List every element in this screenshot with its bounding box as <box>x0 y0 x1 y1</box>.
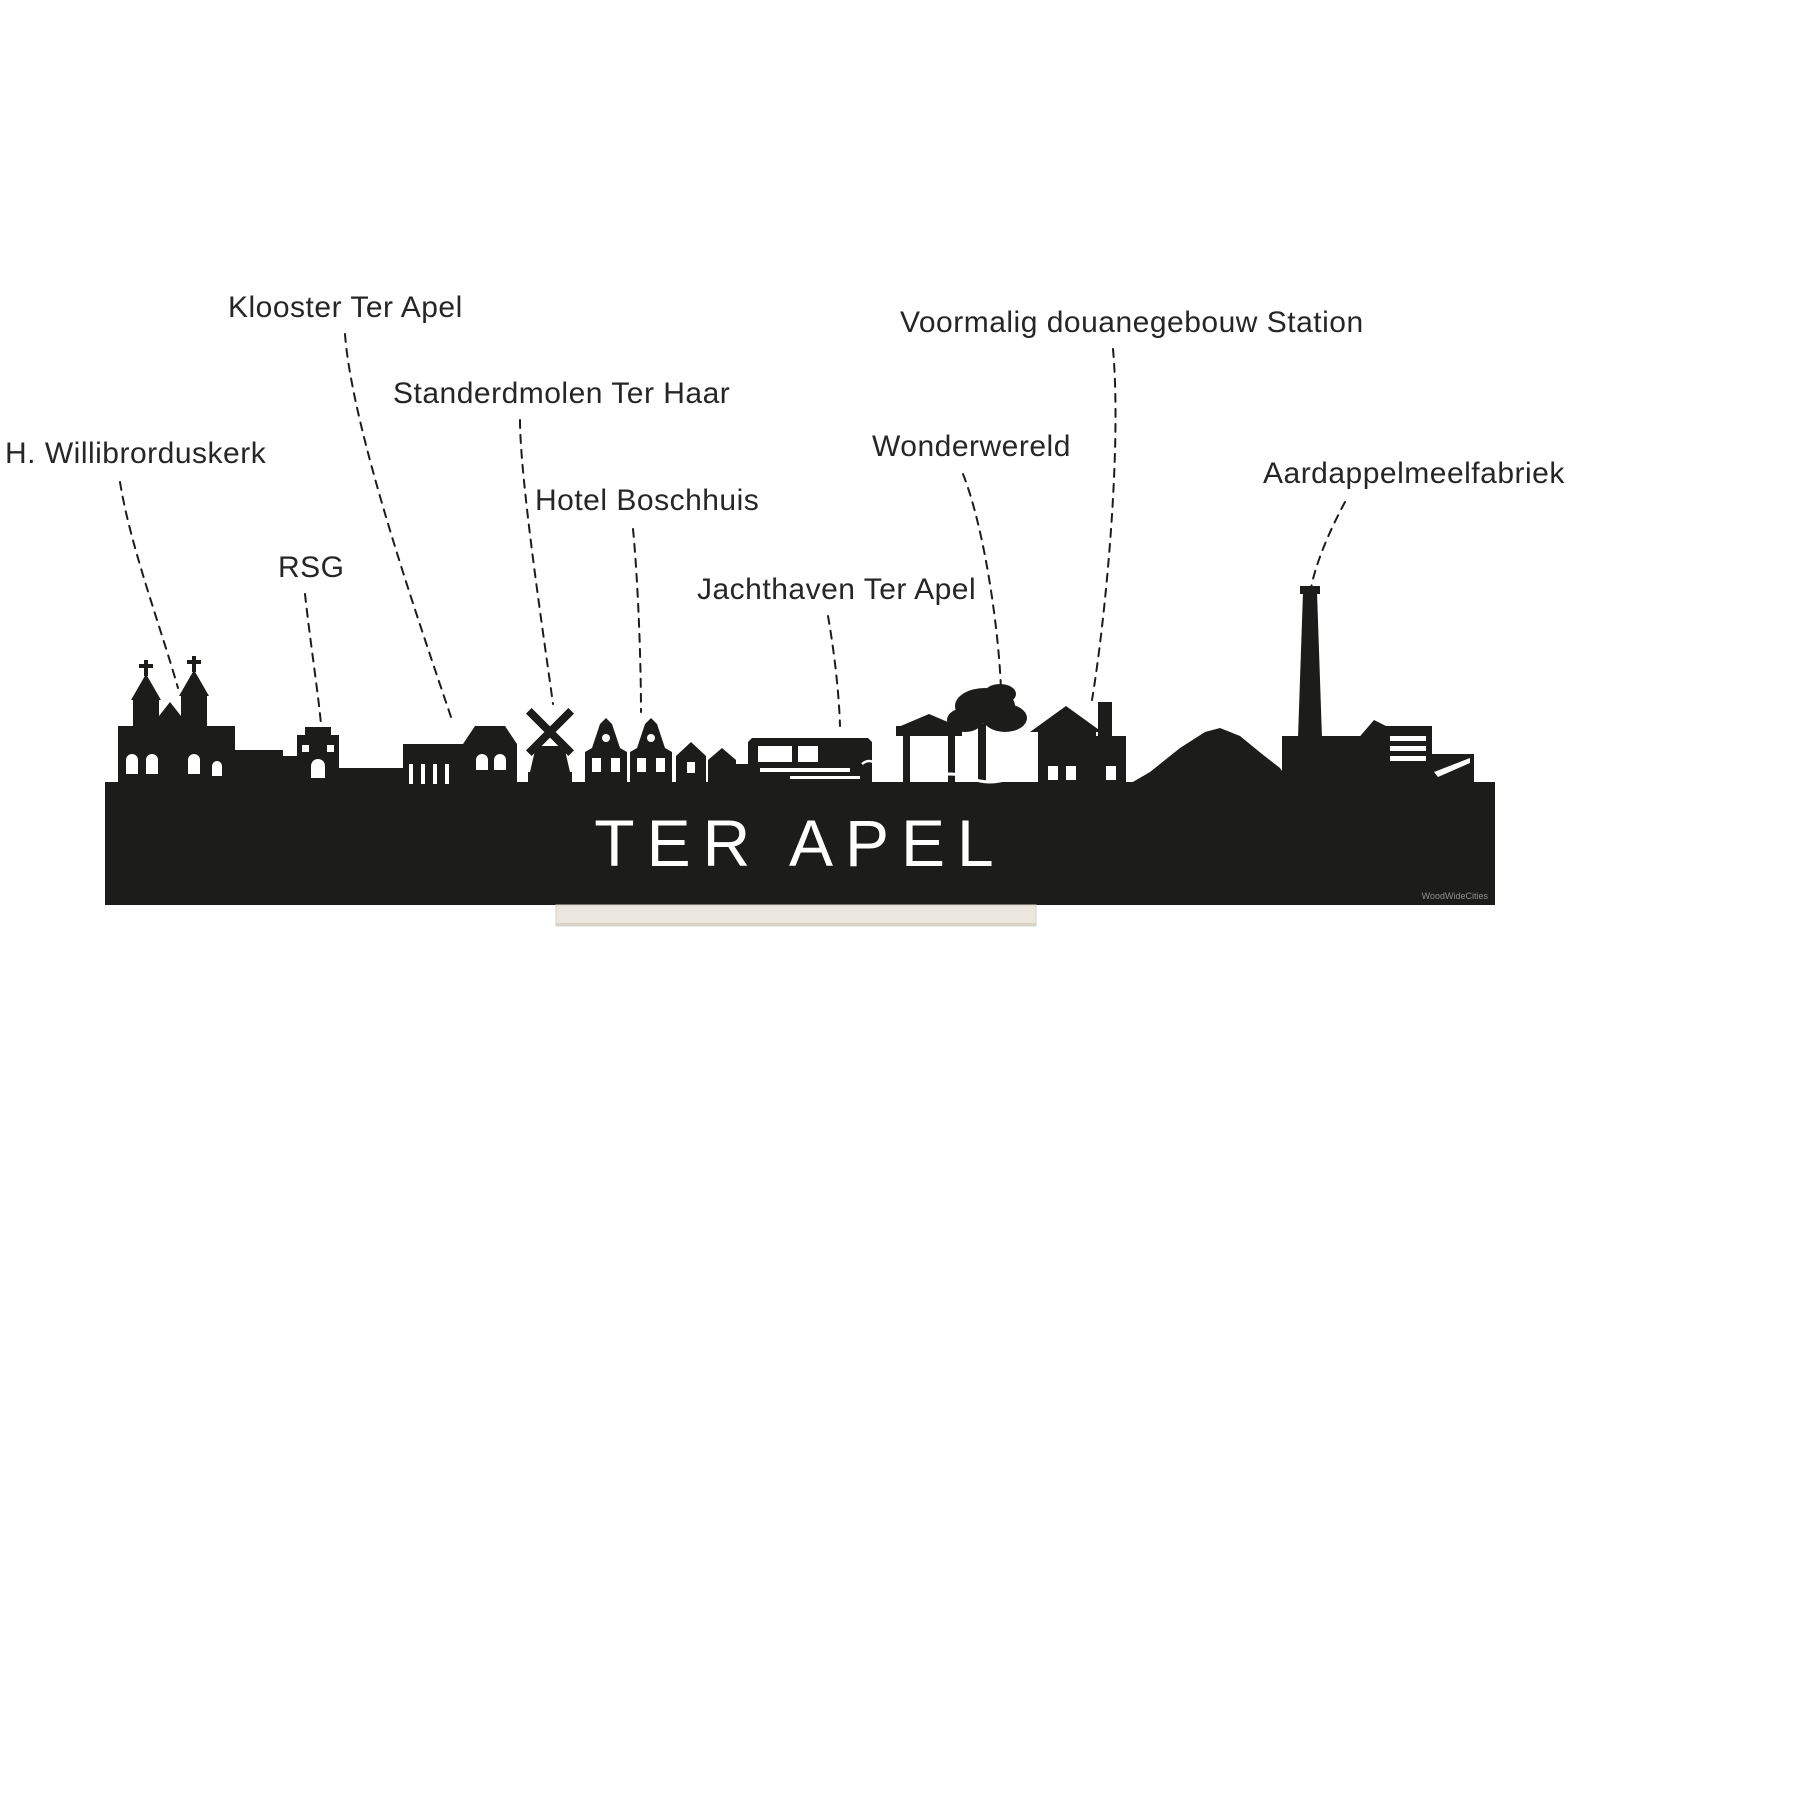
brand-watermark: WoodWideCities <box>1422 891 1489 901</box>
connector-line-wonderwereld <box>962 473 1002 691</box>
connector-line-douanegebouw <box>1091 348 1117 701</box>
label-rsg: RSG <box>278 551 345 584</box>
connector-line-hotel-boschhuis <box>632 528 642 713</box>
label-standerdmolen-ter-haar: Standerdmolen Ter Haar <box>393 377 731 410</box>
connector-line-standerdmolen <box>519 419 554 705</box>
label-hotel-boschhuis: Hotel Boschhuis <box>535 484 760 517</box>
label-voormalig-douanegebouw-station: Voormalig douanegebouw Station <box>900 306 1364 339</box>
base-band <box>105 782 1495 905</box>
connector-line-jachthaven <box>827 615 841 727</box>
label-klooster-ter-apel: Klooster Ter Apel <box>228 291 463 324</box>
connector-line-rsg <box>304 593 322 725</box>
label-h-willibrorduskerk: H. Willibrorduskerk <box>5 437 267 470</box>
skyline-cutouts <box>126 734 1470 784</box>
display-stand <box>555 904 1037 927</box>
label-jachthaven-ter-apel: Jachthaven Ter Apel <box>697 573 977 606</box>
connector-line-h-willibrorduskerk <box>119 481 179 689</box>
connector-line-aardappelmeelfabriek <box>1310 501 1346 589</box>
city-name-cutout: TER APEL <box>594 806 1005 880</box>
label-wonderwereld: Wonderwereld <box>872 430 1071 463</box>
label-aardappelmeelfabriek: Aardappelmeelfabriek <box>1263 457 1565 490</box>
connector-line-klooster <box>344 333 453 721</box>
